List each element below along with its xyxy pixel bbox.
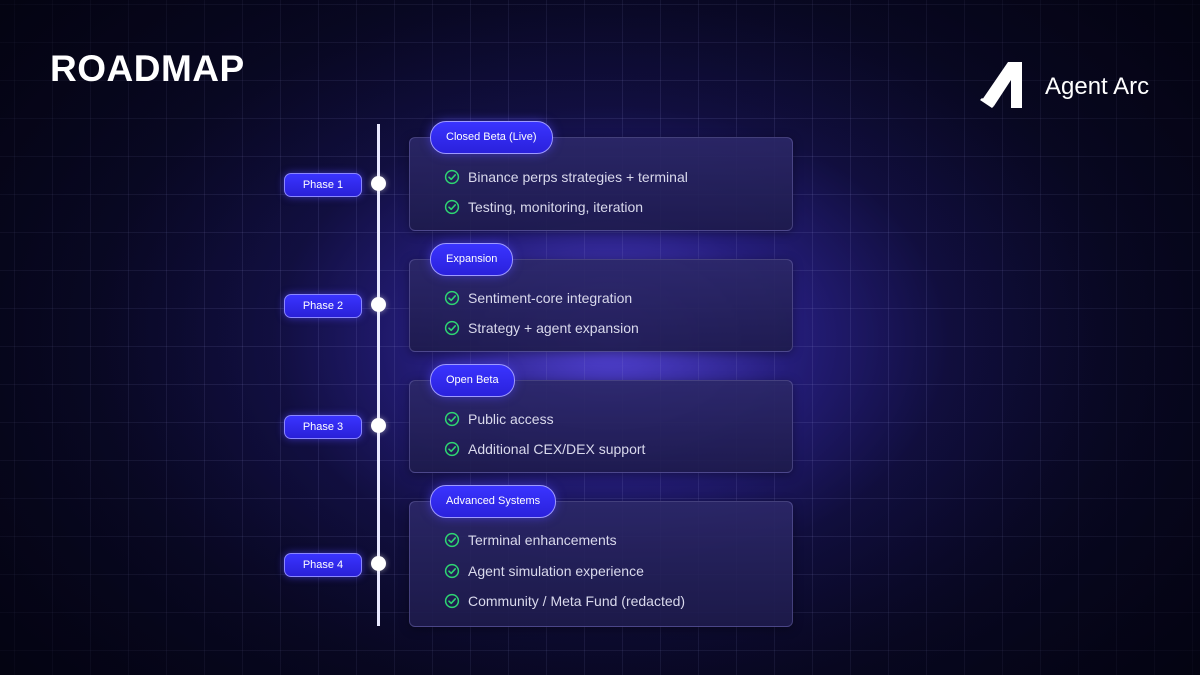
timeline-node-3 bbox=[371, 418, 386, 433]
milestone-item: Additional CEX/DEX support bbox=[444, 439, 645, 459]
stage-badge-4: Advanced Systems bbox=[430, 485, 557, 518]
timeline-node-4 bbox=[371, 556, 386, 571]
milestone-item: Public access bbox=[444, 409, 554, 429]
check-circle-icon bbox=[444, 593, 460, 609]
milestone-item: Community / Meta Fund (redacted) bbox=[444, 591, 685, 611]
check-circle-icon bbox=[444, 169, 460, 185]
milestone-item: Strategy + agent expansion bbox=[444, 318, 639, 338]
milestone-text: Terminal enhancements bbox=[468, 532, 617, 548]
phase-label-3: Phase 3 bbox=[284, 415, 362, 439]
milestone-item: Agent simulation experience bbox=[444, 561, 644, 581]
brand-name: Agent Arc bbox=[1045, 73, 1150, 100]
milestone-text: Public access bbox=[468, 411, 554, 427]
milestone-item: Testing, monitoring, iteration bbox=[444, 197, 643, 217]
timeline-line bbox=[377, 124, 380, 626]
brand: Agent Arc bbox=[978, 56, 1149, 114]
stage-badge-2: Expansion bbox=[430, 243, 514, 276]
check-circle-icon bbox=[444, 411, 460, 427]
check-circle-icon bbox=[444, 563, 460, 579]
page-title: ROADMAP bbox=[50, 48, 245, 89]
milestone-item: Binance perps strategies + terminal bbox=[444, 167, 688, 187]
milestone-text: Additional CEX/DEX support bbox=[468, 441, 646, 457]
milestone-item: Terminal enhancements bbox=[444, 530, 617, 550]
stage-badge-3: Open Beta bbox=[430, 364, 515, 397]
timeline-node-2 bbox=[371, 297, 386, 312]
check-circle-icon bbox=[444, 441, 460, 457]
check-circle-icon bbox=[444, 290, 460, 306]
check-circle-icon bbox=[444, 532, 460, 548]
stage-badge-1: Closed Beta (Live) bbox=[430, 121, 553, 154]
phase-card-4 bbox=[409, 501, 793, 627]
milestone-text: Sentiment-core integration bbox=[468, 290, 633, 306]
milestone-text: Testing, monitoring, iteration bbox=[468, 199, 644, 215]
milestone-text: Binance perps strategies + terminal bbox=[468, 169, 688, 185]
milestone-item: Sentiment-core integration bbox=[444, 288, 632, 308]
milestone-text: Agent simulation experience bbox=[468, 563, 644, 579]
agent-arc-logo-icon bbox=[980, 62, 1022, 108]
timeline-node-1 bbox=[371, 176, 386, 191]
milestone-text: Community / Meta Fund (redacted) bbox=[468, 593, 686, 609]
check-circle-icon bbox=[444, 320, 460, 336]
phase-label-2: Phase 2 bbox=[284, 294, 362, 318]
check-circle-icon bbox=[444, 199, 460, 215]
phase-label-4: Phase 4 bbox=[284, 553, 362, 577]
phase-label-1: Phase 1 bbox=[284, 173, 362, 197]
milestone-text: Strategy + agent expansion bbox=[468, 320, 639, 336]
